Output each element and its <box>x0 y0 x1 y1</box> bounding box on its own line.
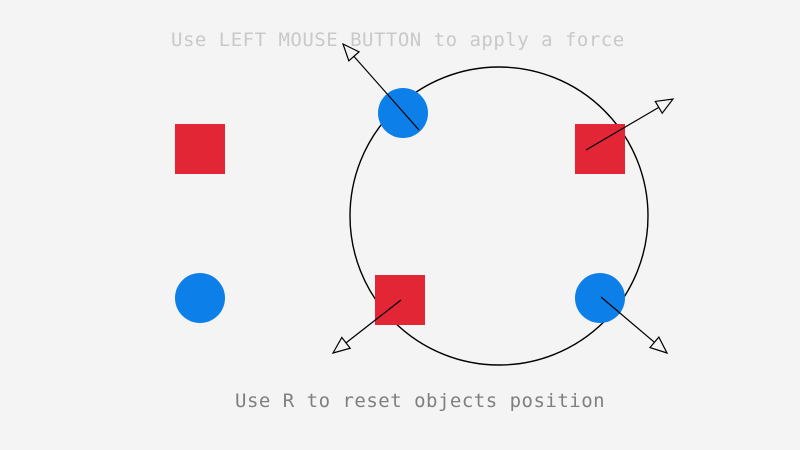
circle-top-mid[interactable] <box>378 88 428 138</box>
force-arrow-square-bottom-mid[interactable] <box>331 299 402 354</box>
force-arrow-square-bottom-mid-head <box>331 336 352 354</box>
force-arrow-square-bottom-mid-shaft <box>345 299 402 344</box>
force-arrow-circle-bottom-right-shaft <box>600 296 655 343</box>
force-arrow-circle-top-mid[interactable] <box>341 42 420 131</box>
circle-bottom-left[interactable] <box>175 273 225 323</box>
boundary-circle <box>349 66 649 366</box>
hint-text-top: Use LEFT MOUSE BUTTON to apply a force <box>171 29 625 51</box>
circle-bottom-right[interactable] <box>575 273 625 323</box>
force-arrow-circle-top-mid-head <box>341 42 361 62</box>
square-top-left[interactable] <box>175 124 225 174</box>
force-arrow-square-top-right-shaft <box>585 106 660 151</box>
force-arrow-circle-bottom-right-head <box>648 336 669 355</box>
hint-text-bottom: Use R to reset objects position <box>235 390 606 412</box>
force-arrow-circle-top-mid-shaft <box>353 55 420 131</box>
force-arrow-square-top-right[interactable] <box>585 98 675 151</box>
force-arrow-circle-bottom-right[interactable] <box>600 296 669 355</box>
square-bottom-mid[interactable] <box>375 275 425 325</box>
force-arrow-square-top-right-head <box>654 98 675 115</box>
